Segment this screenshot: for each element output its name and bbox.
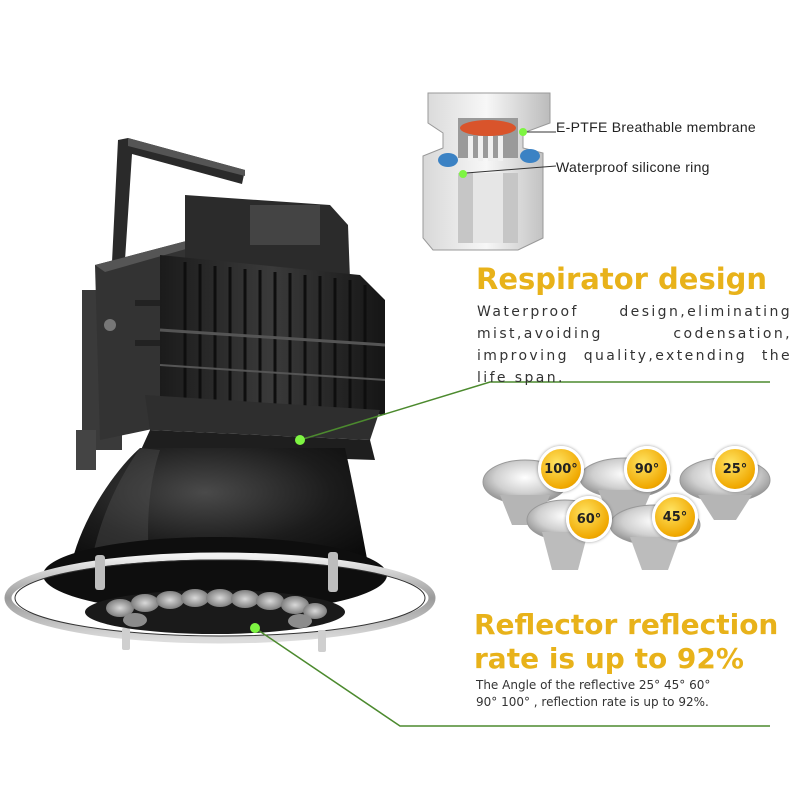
outer-ring	[4, 552, 436, 652]
reflector-description-line1: The Angle of the reflective 25° 45° 60°	[476, 678, 711, 692]
reflector-description-line2: 90° 100° , reflection rate is up to 92%.	[476, 695, 709, 709]
angle-badge-100: 100°	[538, 446, 584, 492]
reflector-heading-line2: rate is up to 92%	[474, 642, 744, 675]
angle-badge-60: 60°	[566, 496, 612, 542]
membrane-callout-label: E-PTFE Breathable membrane	[556, 119, 756, 135]
angle-badge-25: 25°	[712, 446, 758, 492]
led-lens-array	[85, 589, 345, 634]
silicone-ring-callout-label: Waterproof silicone ring	[556, 159, 710, 175]
breather-valve-cutaway	[422, 92, 557, 251]
respirator-design-heading: Respirator design	[476, 262, 768, 296]
angle-badge-45: 45°	[652, 494, 698, 540]
reflector-heading-line1: Reflector reflection	[474, 608, 779, 641]
respirator-description: Waterproof design,eliminating mist,avoid…	[477, 304, 792, 386]
reflector-callout-line	[250, 623, 770, 727]
reflector-description: The Angle of the reflective 25° 45° 60° …	[476, 677, 776, 711]
heat-sink	[159, 195, 386, 415]
angle-badge-90: 90°	[624, 446, 670, 492]
respirator-callout-line	[295, 381, 770, 445]
